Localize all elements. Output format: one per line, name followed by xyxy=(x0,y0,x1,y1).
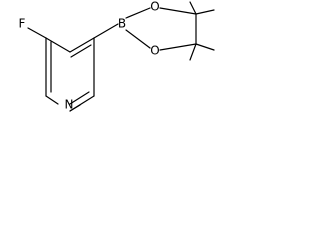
pyridine-ring xyxy=(45,37,95,112)
boron-label: B xyxy=(118,17,126,31)
bond-b-o-bottom xyxy=(125,29,151,49)
oxygen-top-label: O xyxy=(150,0,159,14)
bond-o-top-c xyxy=(159,7,197,15)
methyl-bottom xyxy=(189,43,197,61)
bond-c1-f xyxy=(27,27,47,39)
dioxaborolane-ring xyxy=(93,7,197,51)
methyl-top-left xyxy=(189,1,197,15)
bond-c2-c3 xyxy=(69,37,95,53)
oxygen-bottom-label: O xyxy=(150,44,159,58)
bond-o-bottom-c xyxy=(159,43,197,51)
chemical-structure: F N B O O xyxy=(19,0,215,112)
nitrogen-label: N xyxy=(65,98,74,112)
methyl-groups xyxy=(189,1,215,61)
bond-c4-c5-double xyxy=(69,91,90,105)
bond-n-c5 xyxy=(69,104,81,112)
bond-c3-b xyxy=(93,23,119,39)
bond-c1-c2 xyxy=(45,37,71,53)
bond-b-o-top xyxy=(125,7,151,19)
bond-c6-n xyxy=(45,95,59,105)
fluorine-label: F xyxy=(19,17,26,31)
methyl-bottom-right xyxy=(195,43,215,51)
bond-c2-c3-double xyxy=(70,44,92,58)
methyl-top-right xyxy=(195,9,215,15)
